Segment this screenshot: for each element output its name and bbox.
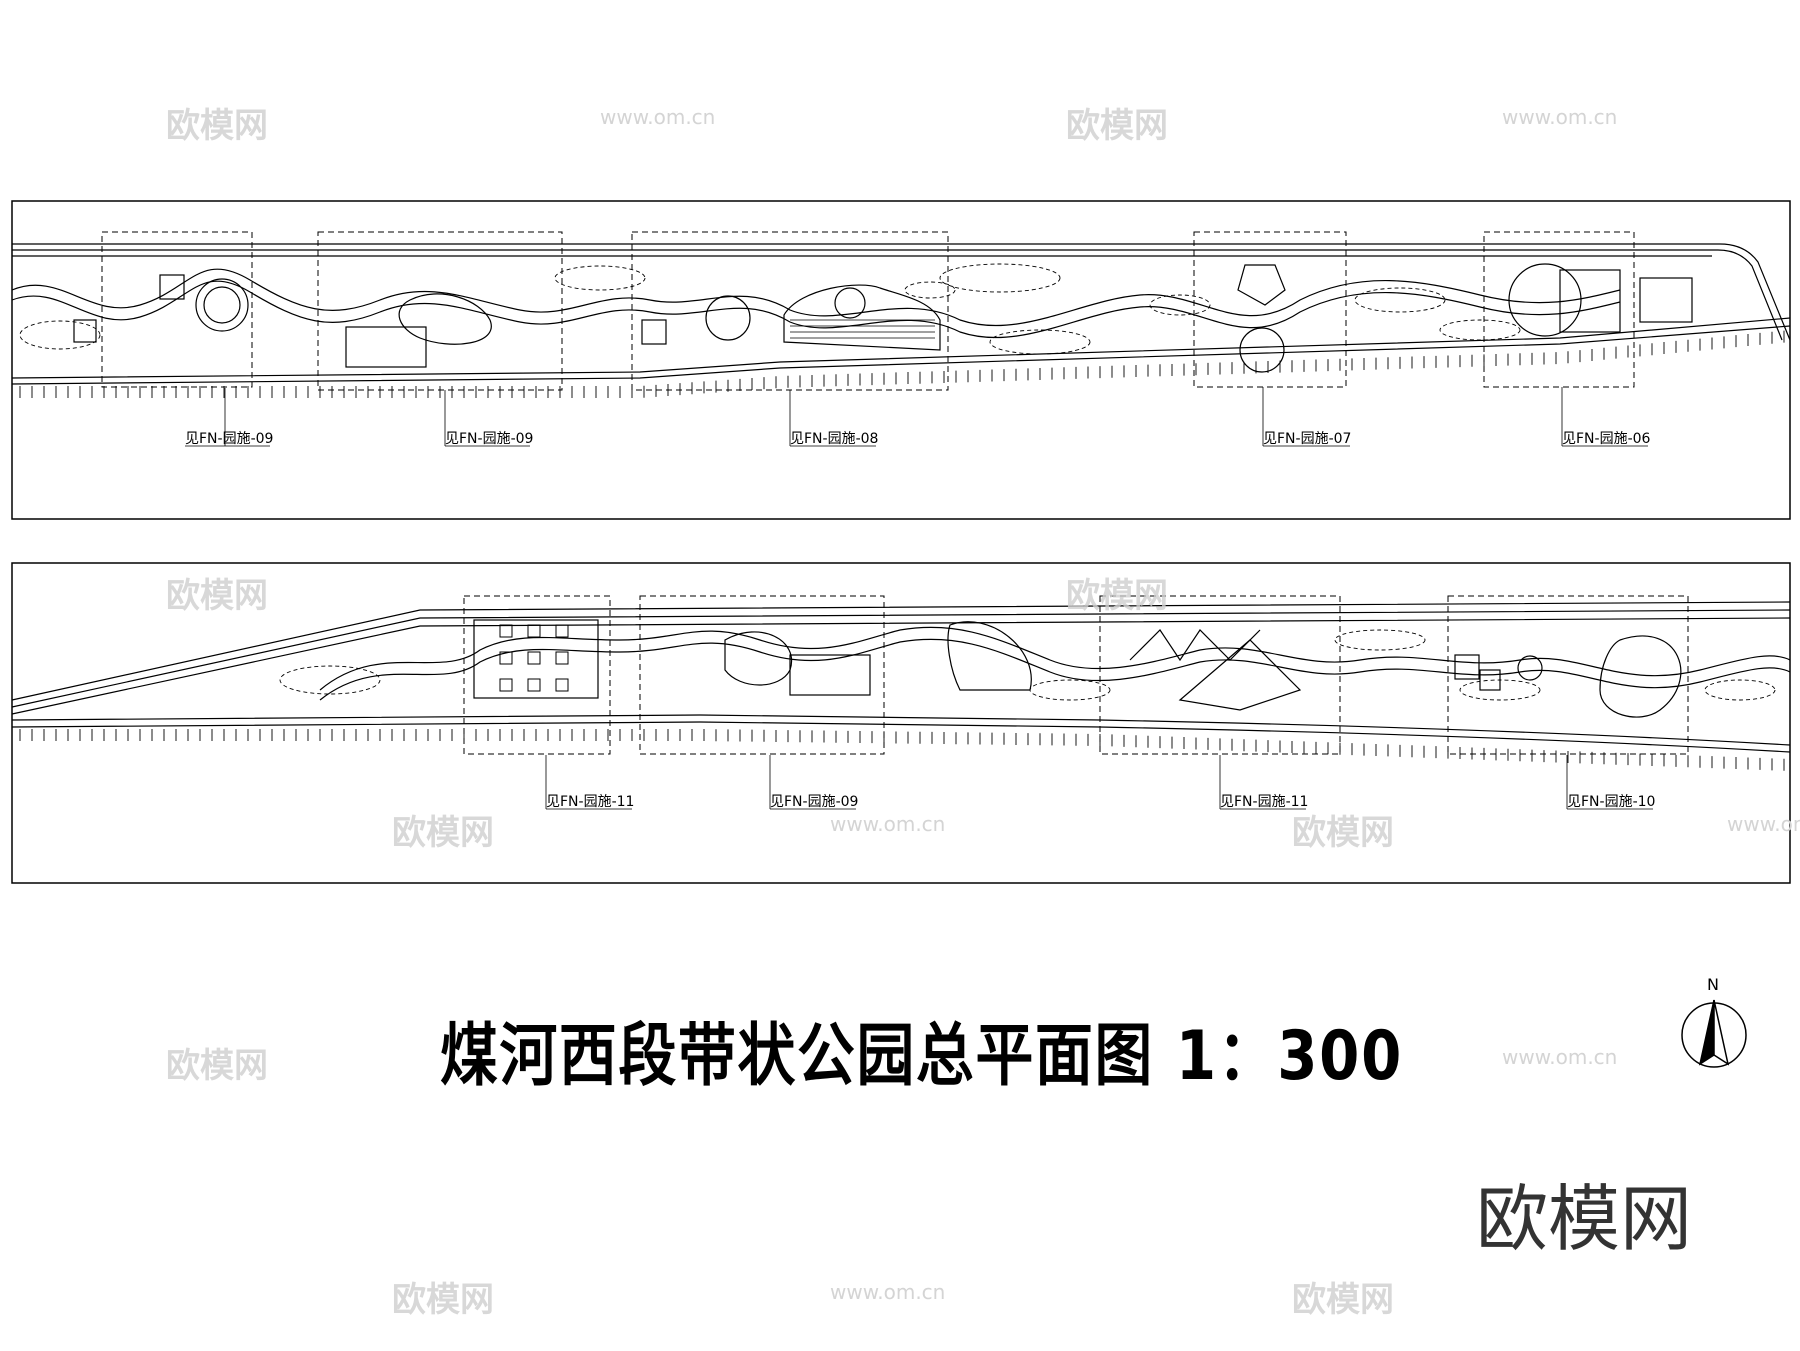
bottom-panel-frame (11, 562, 1791, 884)
watermark: 欧模网 (166, 1046, 268, 1086)
bottom-labels: 见FN-园施-11 见FN-园施-09 见FN-园施-11 见FN-园施-10 (546, 794, 1655, 810)
brand-logo-text: 欧模网 (1476, 1177, 1693, 1261)
ref-top-1: 见FN-园施-09 (185, 431, 273, 447)
bottom-leaders (545, 755, 1653, 810)
watermark: 欧模网 (166, 576, 268, 616)
top-winding-path (11, 268, 1621, 327)
top-feature-square (159, 274, 185, 300)
bottom-plaza-grid (473, 619, 599, 699)
drawing-title: 煤河西段带状公园总平面图 1：300 (440, 1017, 1403, 1096)
top-plaza-circle (1508, 263, 1582, 337)
top-labels: 见FN-园施-09 见FN-园施-09 见FN-园施-08 见FN-园施-07 … (185, 431, 1651, 447)
north-arrow: N (1681, 975, 1747, 1068)
top-planting-beds (19, 263, 1521, 355)
watermark: 欧模网 (1066, 576, 1168, 616)
ref-top-3: 见FN-园施-08 (790, 431, 878, 447)
ref-bottom-1: 见FN-园施-11 (546, 794, 634, 810)
watermark-url: www.om.cn (830, 1280, 946, 1304)
bottom-road-1 (11, 601, 1791, 701)
bottom-panel (11, 562, 1791, 884)
watermark: 欧模网 (1292, 813, 1394, 853)
top-feature-circle (195, 278, 249, 332)
bottom-winding-path (319, 626, 1791, 691)
top-road-line (12, 243, 1791, 341)
ref-top-5: 见FN-园施-06 (1562, 431, 1651, 447)
bottom-road-2 (11, 609, 1791, 708)
bottom-winding-path-2 (319, 638, 1791, 701)
ref-top-2: 见FN-园施-09 (445, 431, 533, 447)
watermark-url: www.om.cn (830, 812, 946, 836)
top-ticks (19, 330, 1785, 398)
top-transformer (1639, 277, 1693, 323)
watermark-url: www.om.cn (1502, 105, 1618, 129)
ref-top-4: 见FN-园施-07 (1263, 431, 1351, 447)
top-south-edge-2 (11, 325, 1791, 385)
bottom-pond (1599, 635, 1682, 718)
bottom-road-3 (11, 617, 1791, 715)
top-playground (783, 284, 941, 351)
watermark: 欧模网 (1066, 106, 1168, 146)
bottom-detail-boxes (463, 595, 1689, 755)
watermark: 欧模网 (392, 1280, 494, 1320)
bottom-south-edge-2 (11, 721, 1791, 753)
watermark: 欧模网 (1292, 1280, 1394, 1320)
bottom-ticks (19, 729, 1785, 771)
top-winding-path-2 (11, 280, 1621, 339)
bottom-grid-squares (499, 624, 569, 692)
watermark-url: www.om.cn (600, 105, 716, 129)
bottom-south-edge (11, 714, 1791, 746)
watermark-url: www.om.cn (1502, 1045, 1618, 1069)
ref-bottom-3: 见FN-园施-11 (1220, 794, 1308, 810)
bottom-stair-shape (1129, 629, 1261, 662)
watermark: 欧模网 (166, 106, 268, 146)
top-road-line-2 (12, 249, 1783, 341)
north-label: N (1707, 975, 1719, 994)
watermark: 欧模网 (392, 813, 494, 853)
top-south-edge (11, 317, 1791, 379)
ref-bottom-4: 见FN-园施-10 (1567, 794, 1655, 810)
top-leaders (185, 387, 1648, 447)
bottom-hatched-area (947, 621, 1032, 691)
top-panel-frame (11, 200, 1791, 520)
watermark-url: www.om.cn (1727, 812, 1800, 836)
ref-bottom-2: 见FN-园施-09 (770, 794, 858, 810)
top-panel (11, 200, 1791, 520)
